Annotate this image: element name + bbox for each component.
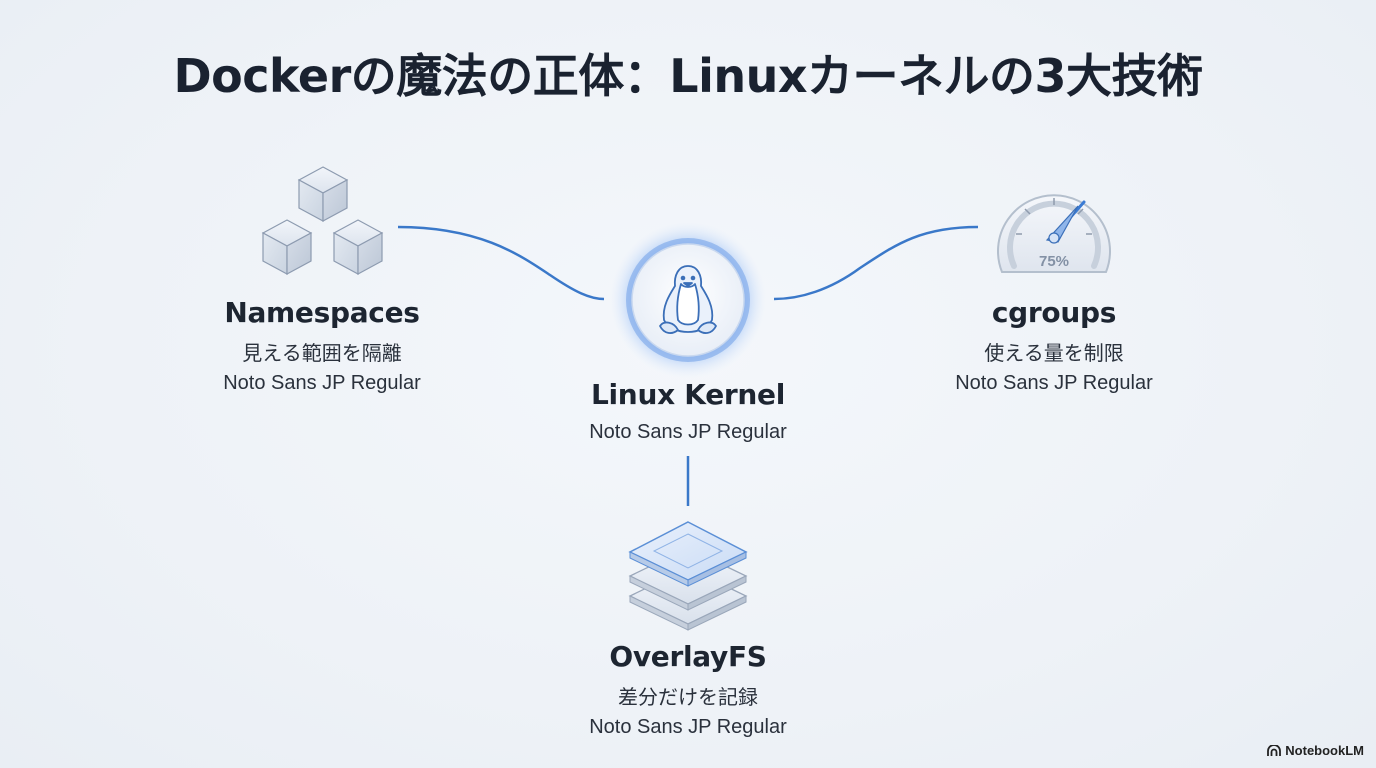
notebooklm-logo-icon (1267, 744, 1282, 756)
connector-namespaces-kernel (397, 225, 605, 301)
overlayfs-font-label: Noto Sans JP Regular (589, 716, 787, 738)
overlayfs-node: OverlayFS 差分だけを記録 Noto Sans JP Regular (548, 640, 828, 739)
overlayfs-title: OverlayFS (609, 640, 767, 673)
overlayfs-description: 差分だけを記録 (618, 685, 758, 709)
layer-top (628, 521, 748, 587)
cube-left (261, 219, 313, 276)
namespaces-description: 見える範囲を隔離 (242, 341, 402, 365)
gauge-icon: 75% (992, 176, 1116, 284)
namespaces-title: Namespaces (224, 296, 420, 329)
page-title: Dockerの魔法の正体：Linuxカーネルの3大技術 (173, 49, 1203, 103)
cgroups-font-label: Noto Sans JP Regular (955, 372, 1153, 394)
notebooklm-watermark: NotebookLM (1267, 743, 1364, 758)
linux-penguin-icon (598, 222, 778, 386)
cgroups-description: 使える量を制限 (984, 341, 1124, 365)
connector-kernel-cgroups (773, 225, 979, 301)
namespaces-node: Namespaces 見える範囲を隔離 Noto Sans JP Regular (200, 296, 444, 395)
watermark-text: NotebookLM (1285, 743, 1364, 758)
penguin-shape (659, 265, 717, 334)
cube-top (297, 166, 349, 223)
cube-right (332, 219, 384, 276)
stacked-layers-icon (624, 516, 752, 638)
gauge-value: 75% (1039, 253, 1069, 270)
cgroups-title: cgroups (991, 296, 1117, 329)
kernel-title: Linux Kernel (590, 378, 786, 411)
kernel-font-label: Noto Sans JP Regular (589, 421, 787, 443)
kernel-node: Linux Kernel Noto Sans JP Regular (548, 378, 828, 444)
three-cubes-icon (255, 162, 390, 284)
cgroups-node: cgroups 使える量を制限 Noto Sans JP Regular (934, 296, 1174, 395)
namespaces-font-label: Noto Sans JP Regular (223, 372, 421, 394)
